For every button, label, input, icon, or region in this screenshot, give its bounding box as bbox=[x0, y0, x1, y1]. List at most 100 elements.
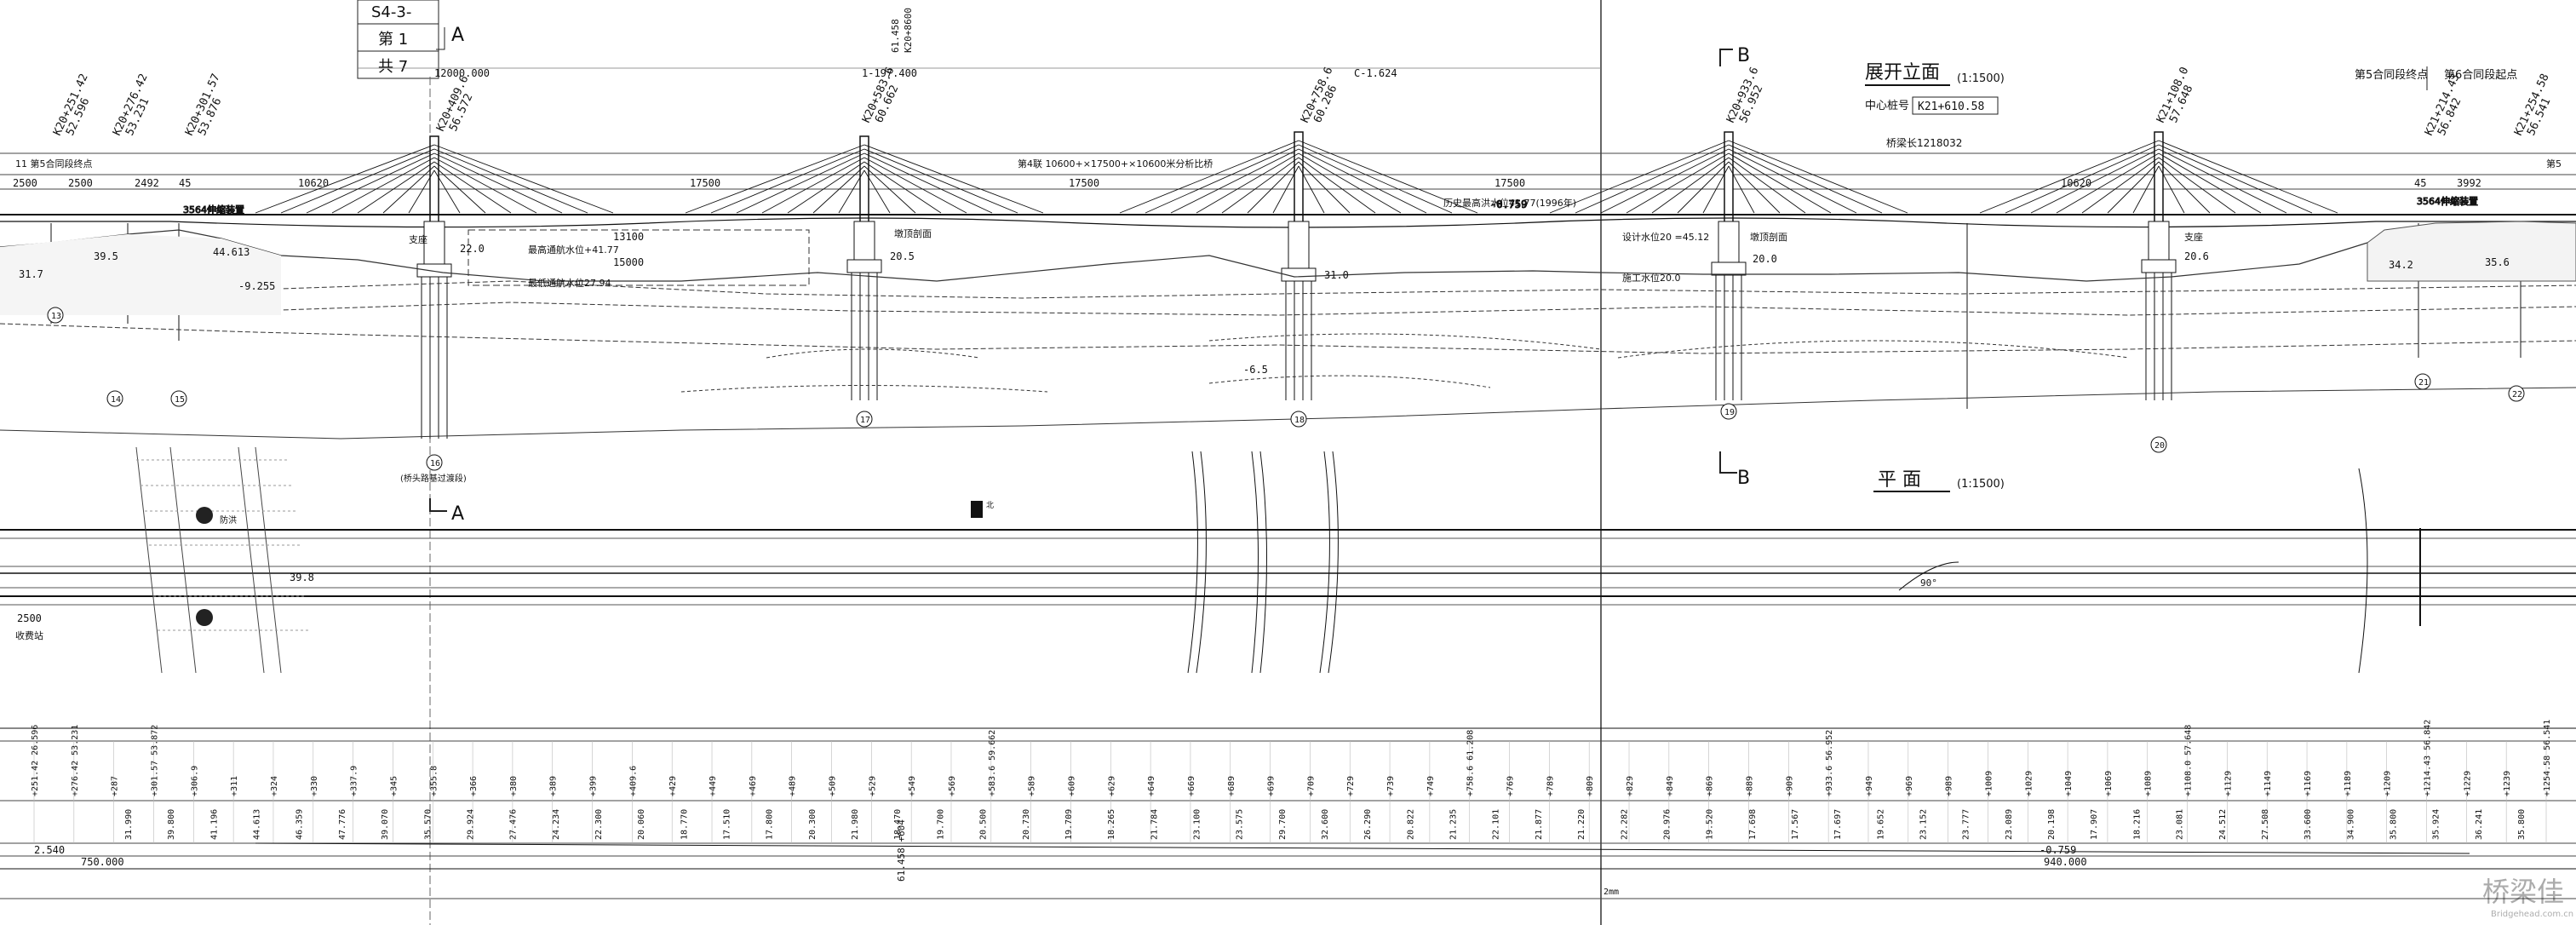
pier-number-22: 22 bbox=[2512, 390, 2522, 399]
grade-left-value: 2.540 bbox=[34, 844, 65, 856]
station-cell: +1209 bbox=[2384, 771, 2393, 796]
station-cell: +699 bbox=[1267, 776, 1277, 796]
left-bearing-note: 3564伸缩装置 bbox=[183, 204, 244, 215]
station-cell: +669 bbox=[1187, 776, 1196, 796]
svg-text:39.5: 39.5 bbox=[94, 250, 118, 262]
svg-text:20.0: 20.0 bbox=[1753, 253, 1777, 265]
ground-elev-cell: 18.265 bbox=[1107, 809, 1116, 840]
station-cell: +429 bbox=[668, 776, 678, 796]
svg-text:22.0: 22.0 bbox=[460, 243, 485, 255]
station-cell: +1189 bbox=[2344, 771, 2353, 796]
ground-elev-cell: 23.777 bbox=[1962, 809, 1971, 840]
svg-text:施工水位20.0: 施工水位20.0 bbox=[1622, 272, 1681, 284]
ground-elev-cell: 19.700 bbox=[936, 809, 945, 840]
ground-elev-cell: 29.924 bbox=[466, 809, 475, 840]
station-cell: +609 bbox=[1067, 776, 1076, 796]
watermark-en: Bridgehead.com.cn bbox=[2491, 910, 2573, 919]
elevation-title: 展开立面 bbox=[1865, 62, 1940, 83]
span-dim-5: 10620 bbox=[298, 177, 329, 189]
ground-elev-cell: 22.282 bbox=[1620, 809, 1629, 840]
station-cell: +345 bbox=[389, 776, 399, 796]
right-bearing-note: 3564伸缩装置 bbox=[2417, 196, 2478, 207]
ground-elev-cell: 41.196 bbox=[209, 809, 219, 840]
plan-left-ruler: 2500 bbox=[17, 612, 42, 624]
joint-label-start: 第6合同段起点 bbox=[2444, 69, 2517, 82]
station-cell: +301.57 53.872 bbox=[150, 725, 159, 796]
ground-elev-cell: 22.300 bbox=[594, 809, 604, 840]
station-cell: +969 bbox=[1905, 776, 1914, 796]
station-cell: +324 bbox=[270, 776, 279, 796]
station-cell: +1129 bbox=[2223, 771, 2233, 796]
pier-number-19: 19 bbox=[1724, 408, 1735, 417]
ground-elev-cell: 18.470 bbox=[893, 809, 903, 840]
span-dim-6: 17500 bbox=[690, 177, 720, 189]
station-cell: +549 bbox=[908, 776, 917, 796]
station-cell: +569 bbox=[948, 776, 957, 796]
ground-elev-cell: 35.924 bbox=[2432, 809, 2441, 840]
watermark: 桥梁佳 Bridgehead.com.cn bbox=[2482, 876, 2573, 919]
span-dim-9: 10620 bbox=[2061, 177, 2091, 189]
ground-elev-cell: 19.520 bbox=[1706, 809, 1715, 840]
station-cell: +1239 bbox=[2503, 771, 2512, 796]
svg-text:墩顶剖面: 墩顶剖面 bbox=[894, 227, 932, 239]
mid-station: 61.458 +604 bbox=[896, 819, 907, 882]
station-cell: +1049 bbox=[2064, 771, 2074, 796]
station-cell: +739 bbox=[1386, 776, 1396, 796]
span-dim-10: 45 bbox=[2414, 177, 2426, 189]
station-cell: +1149 bbox=[2263, 771, 2273, 796]
plan-title: 平 面 bbox=[1878, 469, 1921, 491]
ground-elev-cell: 39.070 bbox=[381, 809, 390, 840]
ground-elev-cell: 27.508 bbox=[2261, 809, 2270, 840]
section-a-top: A bbox=[451, 25, 464, 46]
ground-elev-cell: 19.709 bbox=[1064, 809, 1074, 840]
pier-number-13: 13 bbox=[51, 312, 61, 321]
station-cell: +287 bbox=[111, 776, 120, 796]
station-cell: +251.42 26.596 bbox=[31, 725, 40, 796]
station-cell: +1229 bbox=[2463, 771, 2472, 796]
station-cell: +1108.0 57.648 bbox=[2184, 725, 2194, 796]
plan-scale: (1:1500) bbox=[1957, 478, 2005, 491]
top-mid-elev: 1-197.400 bbox=[862, 67, 917, 79]
span-dim-11: 3992 bbox=[2457, 177, 2481, 189]
station-cell: +589 bbox=[1028, 776, 1037, 796]
station-cell: +389 bbox=[549, 776, 559, 796]
station-cell: +769 bbox=[1506, 776, 1516, 796]
span-layout: 第4联 10600+×17500+×10600米分析比桥 bbox=[1018, 158, 1213, 169]
ground-elev-cell: 18.770 bbox=[680, 809, 689, 840]
ground-elev-cell: 36.241 bbox=[2475, 809, 2484, 840]
ground-elev-cell: 23.152 bbox=[1919, 809, 1929, 840]
bridge-length: 桥梁长1218032 bbox=[1886, 136, 1962, 149]
ground-elev-cell: 17.698 bbox=[1748, 809, 1758, 840]
pier-number-14: 14 bbox=[111, 395, 121, 405]
svg-text:最低通航水位27.94: 最低通航水位27.94 bbox=[528, 277, 611, 289]
ground-elev-cell: 35.800 bbox=[2517, 809, 2527, 840]
ground-elev-cell: 21.784 bbox=[1150, 809, 1159, 840]
station-cell: +330 bbox=[310, 776, 319, 796]
station-cell: +989 bbox=[1945, 776, 1954, 796]
elevation-scale: (1:1500) bbox=[1957, 72, 2005, 85]
span-dimension-line: 11 第5合同段终点 第5 2500 2500 2492 45 10620 17… bbox=[0, 152, 2576, 190]
svg-text:13100: 13100 bbox=[613, 231, 644, 243]
svg-text:历史最高洪水位41.77(1996年): 历史最高洪水位41.77(1996年) bbox=[1443, 197, 1576, 209]
station-cell: +933.6 56.952 bbox=[1825, 730, 1834, 796]
plan-view: B A 平 面 (1:1500) 防洪 39.8 2500 收费站 北 bbox=[0, 446, 2576, 674]
station-cell: +1029 bbox=[2024, 771, 2034, 796]
station-cell: +889 bbox=[1745, 776, 1754, 796]
ground-elev-cell: 26.290 bbox=[1363, 809, 1373, 840]
svg-text:35.6: 35.6 bbox=[2485, 256, 2510, 268]
elevation-header: 展开立面 (1:1500) 中心桩号 K21+610.58 桥梁长1218032… bbox=[358, 8, 2517, 169]
ground-elev-cell: 20.060 bbox=[637, 809, 646, 840]
station-cell: +489 bbox=[789, 776, 798, 796]
station-cell: +449 bbox=[709, 776, 718, 796]
ground-elev-cell: 17.800 bbox=[766, 809, 775, 840]
svg-text:31.0: 31.0 bbox=[1324, 269, 1349, 281]
sheet-total: 共 7 bbox=[378, 58, 408, 76]
ground-elev-cell: 17.510 bbox=[723, 809, 732, 840]
ground-elev-cell: 24.234 bbox=[552, 809, 561, 840]
station-cell: +1254.58 56.541 bbox=[2543, 720, 2552, 796]
station-cell: +1214.43 56.842 bbox=[2424, 720, 2433, 796]
station-cell: +583.6 59.662 bbox=[988, 730, 997, 796]
svg-text:15000: 15000 bbox=[613, 256, 644, 268]
ground-elev-cell: 18.216 bbox=[2132, 809, 2142, 840]
